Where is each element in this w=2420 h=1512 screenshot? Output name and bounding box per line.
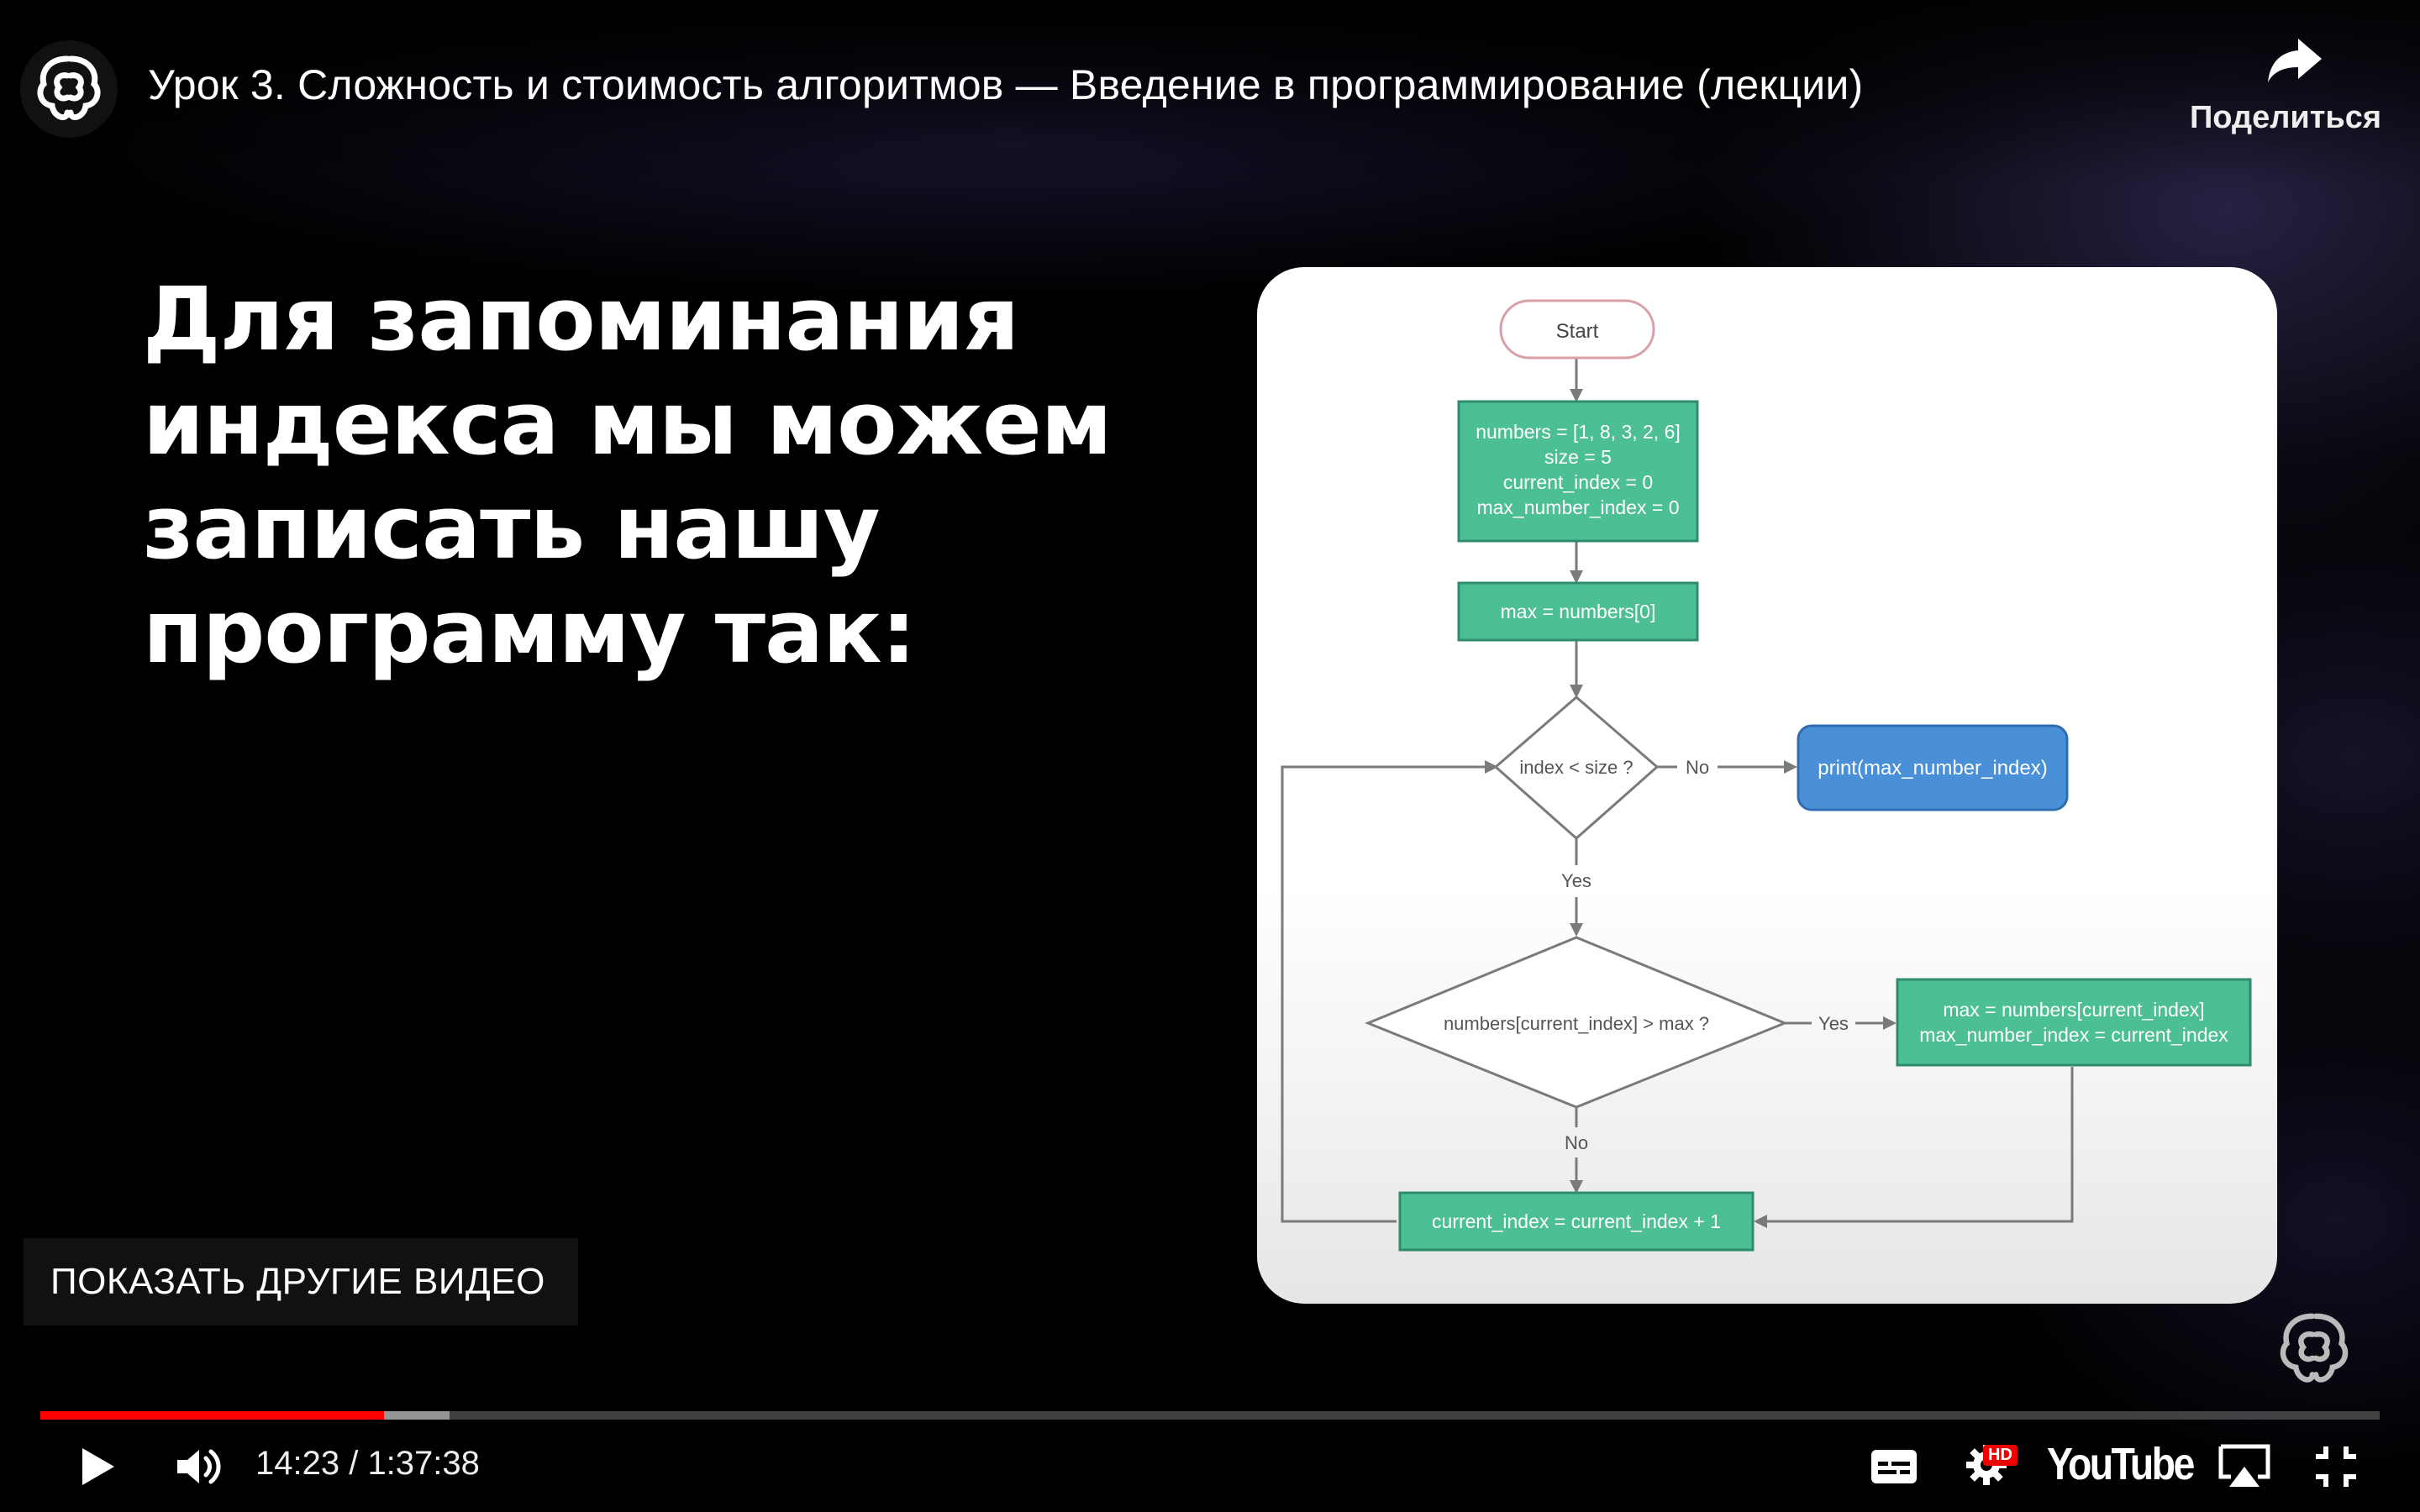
brain-logo-icon	[2280, 1313, 2349, 1383]
youtube-logo[interactable]: YouTube	[2047, 1439, 2195, 1489]
heading-line: индекса мы можем	[143, 372, 1113, 475]
volume-button[interactable]	[168, 1438, 230, 1495]
start-label: Start	[1556, 320, 1599, 343]
condition2-label: numbers[current_index] > max ?	[1444, 1013, 1709, 1034]
hd-badge: HD	[1983, 1445, 2018, 1466]
progress-played	[40, 1411, 384, 1420]
channel-watermark[interactable]	[2272, 1307, 2356, 1391]
progress-bar[interactable]	[40, 1411, 2380, 1420]
init-line: numbers = [1, 8, 3, 2, 6]	[1476, 421, 1681, 443]
no1-label: No	[1686, 757, 1709, 778]
heading-line: Для запоминания	[143, 268, 1019, 370]
init-line: current_index = 0	[1503, 471, 1653, 493]
show-more-label: ПОКАЗАТЬ ДРУГИЕ ВИДЕО	[50, 1261, 545, 1302]
brain-logo-icon	[37, 55, 101, 120]
top-overlay	[0, 0, 2420, 185]
no2-label: No	[1565, 1132, 1588, 1153]
start-node	[1499, 299, 1655, 360]
share-icon	[2268, 39, 2322, 82]
max-init-label: max = numbers[0]	[1501, 601, 1656, 622]
update-node	[1896, 978, 2252, 1067]
loop-arrow	[1281, 760, 1498, 1223]
play-button[interactable]	[67, 1438, 128, 1495]
print-label: print(max_number_index)	[1818, 757, 2047, 780]
video-title[interactable]: Урок 3. Сложность и стоимость алгоритмов…	[148, 61, 1864, 108]
heading-line: программу так:	[143, 580, 916, 683]
init-line: max_number_index = 0	[1476, 496, 1679, 518]
init-node	[1457, 400, 1699, 543]
share-button[interactable]: Поделиться	[2185, 34, 2386, 136]
heading-line: записать нашу	[143, 476, 881, 579]
subtitles-button[interactable]	[1867, 1441, 1921, 1492]
increment-label: current_index = current_index + 1	[1432, 1210, 1721, 1232]
flow-arrow	[1754, 1067, 2074, 1228]
flowchart-card: Start numbers = [1, 8, 3, 2, 6] size = 5…	[1257, 267, 2277, 1304]
subtitles-icon	[1871, 1450, 1917, 1483]
exit-fullscreen-icon	[2316, 1446, 2356, 1487]
yes1-label: Yes	[1561, 870, 1591, 891]
time-display: 14:23 / 1:37:38	[255, 1445, 480, 1482]
exit-fullscreen-button[interactable]	[2309, 1440, 2363, 1494]
airplay-icon	[2218, 1444, 2270, 1487]
update-line: max = numbers[current_index]	[1943, 999, 2204, 1021]
share-label: Поделиться	[2189, 100, 2382, 135]
player-controls	[0, 1428, 2420, 1512]
channel-avatar[interactable]	[20, 40, 118, 138]
play-icon	[82, 1448, 114, 1485]
airplay-button[interactable]	[2215, 1440, 2274, 1494]
condition2-node	[1365, 936, 1788, 1109]
print-node	[1797, 724, 2069, 811]
slide-heading: Для запоминания индекса мы можем записат…	[143, 267, 1151, 684]
yes2-label: Yes	[1818, 1013, 1849, 1034]
volume-icon	[177, 1449, 221, 1484]
increment-node	[1398, 1191, 1754, 1252]
init-line: size = 5	[1544, 446, 1612, 468]
flowchart-diagram: Start numbers = [1, 8, 3, 2, 6] size = 5…	[1281, 299, 2252, 1252]
condition1-label: index < size ?	[1519, 757, 1633, 778]
max-init-node	[1457, 581, 1699, 642]
show-more-videos-button[interactable]: ПОКАЗАТЬ ДРУГИЕ ВИДЕО	[24, 1238, 578, 1326]
update-line: max_number_index = current_index	[1919, 1024, 2228, 1046]
condition1-node	[1493, 696, 1660, 841]
